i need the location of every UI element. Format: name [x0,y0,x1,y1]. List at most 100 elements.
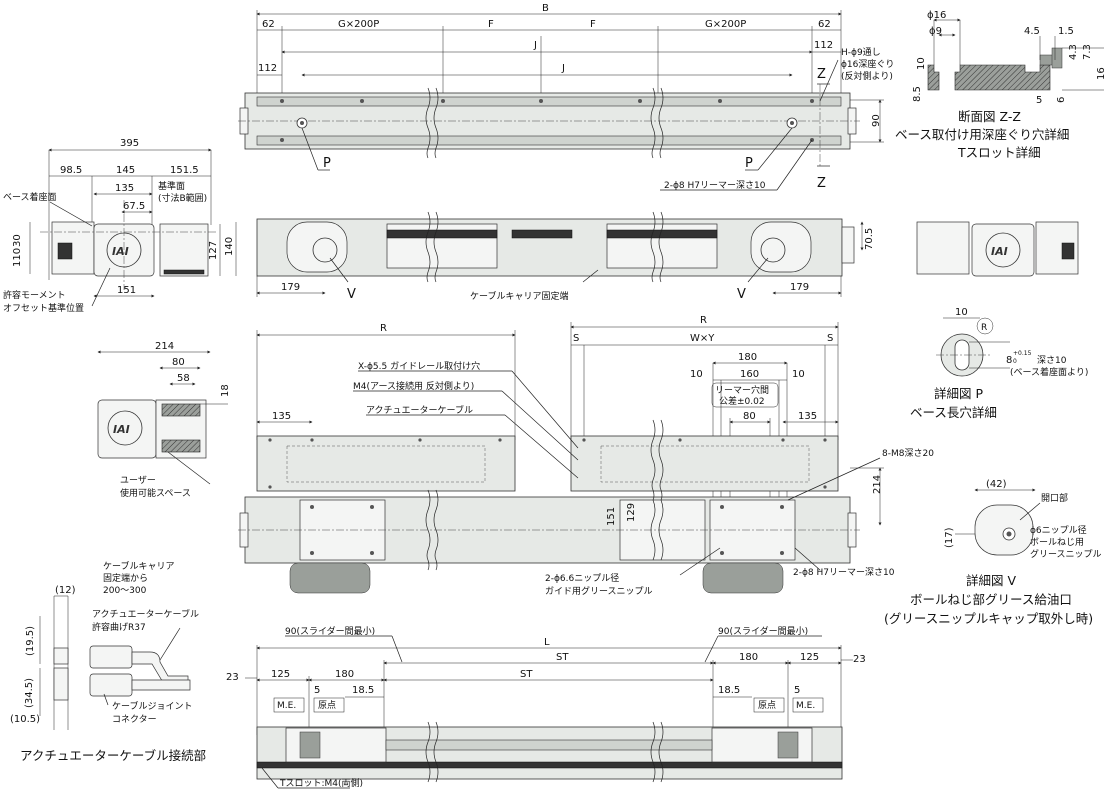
tslot-note: Tスロット:M4(両側) [279,777,363,789]
dim-90-left: 90(スライダー間最小) [285,625,375,637]
note-reamer-2: 2-ϕ8 H7リーマー深さ10 [793,567,895,578]
svg-text:IAI: IAI [113,423,130,436]
front-view: 179 179 70.5 V V ケーブルキャリア固定端 IAI [256,211,1079,302]
dim-214: 214 [155,341,174,352]
plan-view: R R S S W×Y 180 160 10 10 リーマー穴間 公差±0.02… [238,315,934,597]
note-m4-earth: M4(アース接続用 反対側より) [353,380,474,392]
detail-p-depth: 深さ10 [1037,355,1067,366]
dim-62-left: 62 [262,19,275,30]
detail-v: (42) (17) 開口部 ϕ6ニップル径 ボールねじ用 グリースニップル 詳細… [884,479,1102,626]
cable-d34-5: (34.5) [24,678,35,708]
zz-d7-3: 7.3 [1082,44,1093,60]
dim-98-5: 98.5 [60,165,82,176]
label-base-face: ベース着座面 [3,191,57,203]
hole-note-1: H-ϕ9通し [841,47,881,58]
dim-80: 80 [172,357,185,368]
note-nipple-2: ガイド用グリースニップル [545,585,653,597]
detail-v-caption-3: (グリースニップルキャップ取外し時) [884,611,1093,626]
dim-b: B [542,3,549,14]
dim-135-right: 135 [798,411,817,422]
label-ref-face-1: 基準面 [158,180,185,192]
zz-d4-5: 4.5 [1024,26,1040,37]
dim-112-right: 112 [814,40,833,51]
dim-179-left: 179 [281,282,300,293]
detail-v-right: V [737,287,746,302]
dim-r-left: R [380,323,387,334]
note-act-cable: アクチュエーターケーブル [366,404,473,416]
detail-v-nipple-2: ボールねじ用 [1030,537,1084,548]
dim-st-lower: ST [520,669,533,680]
dim-90-right: 90(スライダー間最小) [718,625,808,637]
dim-110: 110 [12,248,23,267]
iai-logo: IAI [112,245,129,258]
dim-151: 151 [117,285,136,296]
t-slot [256,761,843,769]
zz-caption-1: 断面図 Z-Z [958,109,1021,124]
cable-joint-lower [89,673,133,697]
svg-text:IAI: IAI [991,245,1008,258]
detail-v-nipple-1: ϕ6ニップル径 [1030,524,1087,536]
dim-s-left: S [573,333,579,344]
me-left: M.E. [277,701,296,711]
note-nipple-1: 2-ϕ6.6ニップル径 [545,572,619,584]
dim-23-right: 23 [853,654,866,665]
dim-151-plan: 151 [606,507,617,526]
origin-left: 原点 [318,700,336,711]
note-reamer-pitch-2: 公差±0.02 [719,395,765,407]
motor-end [159,223,209,277]
dim-18-5-right: 18.5 [718,685,740,696]
cable-d19-5: (19.5) [25,626,36,656]
label-user-space: 使用可能スペース [120,487,191,499]
me-right: M.E. [796,701,815,711]
dim-5-left: 5 [314,685,320,696]
dim-125-left: 125 [271,669,290,680]
dim-j-upper: J [533,40,537,51]
detail-v-d42: (42) [986,479,1007,490]
dim-140: 140 [224,237,235,256]
zz-d1-5: 1.5 [1058,26,1074,37]
detail-p-caption-1: 詳細図 P [934,386,983,401]
dim-145: 145 [116,165,135,176]
dim-67-5: 67.5 [123,201,145,212]
label-user: ユーザー [120,475,156,486]
dim-180: 180 [738,352,757,363]
dim-5-right: 5 [794,685,800,696]
detail-user-space: 214 80 58 IAI 18 ユーザー 使用可能スペース [97,341,231,499]
note-m8: 8-M8深さ20 [882,448,934,459]
dim-f-right: F [590,19,596,30]
dim-125-right: 125 [800,652,819,663]
dim-j-lower: J [561,63,565,74]
rail-bottom [256,135,842,146]
front-body [256,218,843,277]
break-mark [425,87,431,159]
dim-10-right: 10 [792,369,805,380]
cable-bend-2: 許容曲げR37 [92,621,146,633]
detail-p-tol: +0.15 [1013,350,1032,357]
detail-v-opening: 開口部 [1041,492,1068,504]
cable-d12: (12) [55,585,76,596]
detail-p: 10 R 8 +0.15 0 深さ10 (ベース着座面より) 詳細図 P ベース… [910,307,1088,420]
section-z-lower: Z [817,176,826,191]
zz-d8-5: 8.5 [912,86,923,102]
cable-joint-upper [89,645,133,669]
detail-p-r: R [981,323,987,333]
dim-112-left: 112 [258,63,277,74]
detail-p-d8: 8 [1006,355,1012,366]
detail-p-caption-2: ベース長穴詳細 [910,405,997,420]
detail-v-housing [974,504,1034,556]
dim-r-right: R [700,315,707,326]
dim-18: 18 [220,384,231,397]
detail-v-left: V [347,287,356,302]
detail-p-right: P [745,156,753,171]
dim-135-left: 135 [272,411,291,422]
hole-note-3: (反対側より) [841,70,893,82]
upper-plate-right [570,435,839,492]
label-carrier-fixed: ケーブルキャリア固定端 [470,290,568,302]
dim-151-5: 151.5 [170,165,199,176]
zz-phi16: ϕ16 [927,10,946,21]
dim-129-plan: 129 [626,503,637,522]
dim-g200-left: G×200P [338,19,379,30]
dim-58: 58 [177,373,190,384]
dim-18-5-left: 18.5 [352,685,374,696]
label-moment-2: オフセット基準位置 [3,302,84,314]
